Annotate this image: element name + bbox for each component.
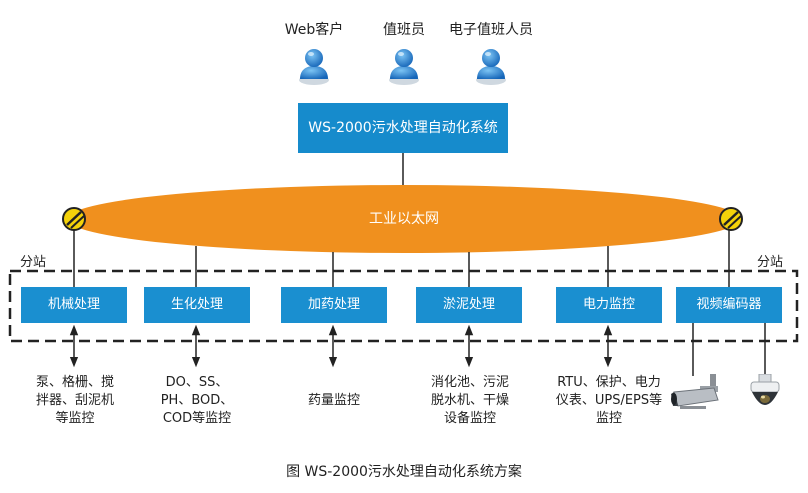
subsystem-sludge: 淤泥处理 [416, 287, 522, 323]
user-web-client: Web客户 [259, 21, 369, 85]
network-label: 工业以太网 [369, 211, 439, 227]
bullet-camera-icon [671, 374, 719, 409]
station-label-left: 分站 [20, 255, 47, 270]
station-frame [8, 269, 799, 343]
desc-dosing: 药量监控 [307, 393, 360, 408]
subsystem-power: 电力监控 [556, 287, 662, 323]
person-icon [299, 49, 329, 85]
subsystem-mechanical: 机械处理 [21, 287, 127, 323]
network-ellipse [67, 185, 741, 253]
user-duty-officer: 值班员 [349, 21, 459, 85]
user-electronic-duty: 电子值班人员 [436, 21, 546, 85]
subsystem-biochem: 生化处理 [144, 287, 250, 323]
user-label: 电子值班人员 [449, 22, 533, 38]
desc-mechanical: 泵、格栅、搅 拌器、刮泥机 等监控 [35, 375, 114, 426]
subsystem-dosing: 加药处理 [281, 287, 387, 323]
user-label: 值班员 [383, 22, 425, 38]
connector-left-icon [62, 207, 86, 231]
dome-camera-icon [750, 374, 780, 405]
desc-power: RTU、保护、电力 仪表、UPS/EPS等 监控 [555, 375, 663, 426]
user-label: Web客户 [284, 22, 344, 38]
figure-caption: 图 WS-2000污水处理自动化系统方案 [286, 464, 522, 480]
subsystem-video-encoder: 视频编码器 [676, 287, 782, 323]
desc-biochem: DO、SS、 PH、BOD、 COD等监控 [160, 375, 234, 426]
person-icon [389, 49, 419, 85]
desc-sludge: 消化池、污泥 脱水机、干燥 设备监控 [430, 375, 509, 426]
system-box: WS-2000污水处理自动化系统 [298, 103, 508, 153]
station-label-right: 分站 [757, 255, 784, 270]
person-icon [476, 49, 506, 85]
connector-right-icon [719, 207, 743, 231]
